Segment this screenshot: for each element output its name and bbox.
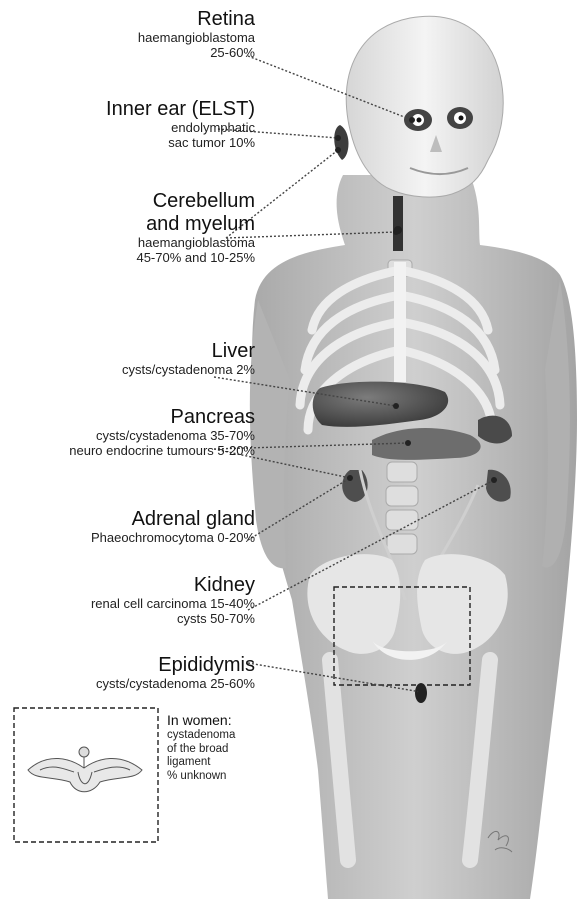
organ-name: Liver	[122, 340, 255, 363]
detail-line: of the broad	[167, 743, 235, 757]
detail-line: cysts/cystadenoma 2%	[122, 363, 255, 378]
label-cerebellum: Cerebellum and myelum haemangioblastoma …	[136, 190, 255, 266]
skull	[334, 16, 503, 197]
label-kidney: Kidney renal cell carcinoma 15-40% cysts…	[91, 574, 255, 627]
detail-line: cystadenoma	[167, 729, 235, 743]
inner-ear-organ	[334, 125, 348, 160]
label-adrenal: Adrenal gland Phaeochromocytoma 0-20%	[91, 508, 255, 546]
detail-line: renal cell carcinoma 15-40%	[91, 597, 255, 612]
detail-line: sac tumor 10%	[106, 136, 255, 151]
detail-line: haemangioblastoma	[138, 31, 255, 46]
detail-line: cysts/cystadenoma 35-70%	[69, 429, 255, 444]
organ-name: Pancreas	[69, 406, 255, 429]
detail-line: Phaeochromocytoma 0-20%	[91, 531, 255, 546]
organ-name: Inner ear (ELST)	[106, 98, 255, 121]
organ-name: Adrenal gland	[91, 508, 255, 531]
label-liver: Liver cysts/cystadenoma 2%	[122, 340, 255, 378]
detail-line: cysts/cystadenoma 25-60%	[96, 677, 255, 692]
label-women: In women: cystadenoma of the broad ligam…	[167, 712, 235, 784]
detail-line: endolymphatic	[106, 121, 255, 136]
detail-line: 45-70% and 10-25%	[136, 251, 255, 266]
organ-name: Cerebellum	[136, 190, 255, 213]
detail-line: 25-60%	[138, 46, 255, 61]
organ-name: and myelum	[136, 213, 255, 236]
detail-line: haemangioblastoma	[136, 236, 255, 251]
detail-line: cysts 50-70%	[91, 612, 255, 627]
label-inner-ear: Inner ear (ELST) endolymphatic sac tumor…	[106, 98, 255, 151]
detail-line: % unknown	[167, 770, 235, 784]
label-epididymis: Epididymis cysts/cystadenoma 25-60%	[96, 654, 255, 692]
label-pancreas: Pancreas cysts/cystadenoma 35-70% neuro …	[69, 406, 255, 459]
organ-name: Epididymis	[96, 654, 255, 677]
label-retina: Retina haemangioblastoma 25-60%	[138, 8, 255, 61]
detail-line: neuro endocrine tumours 5-20%	[69, 444, 255, 459]
organ-name: Kidney	[91, 574, 255, 597]
women-heading: In women:	[167, 712, 235, 729]
organ-name: Retina	[138, 8, 255, 31]
detail-line: ligament	[167, 756, 235, 770]
